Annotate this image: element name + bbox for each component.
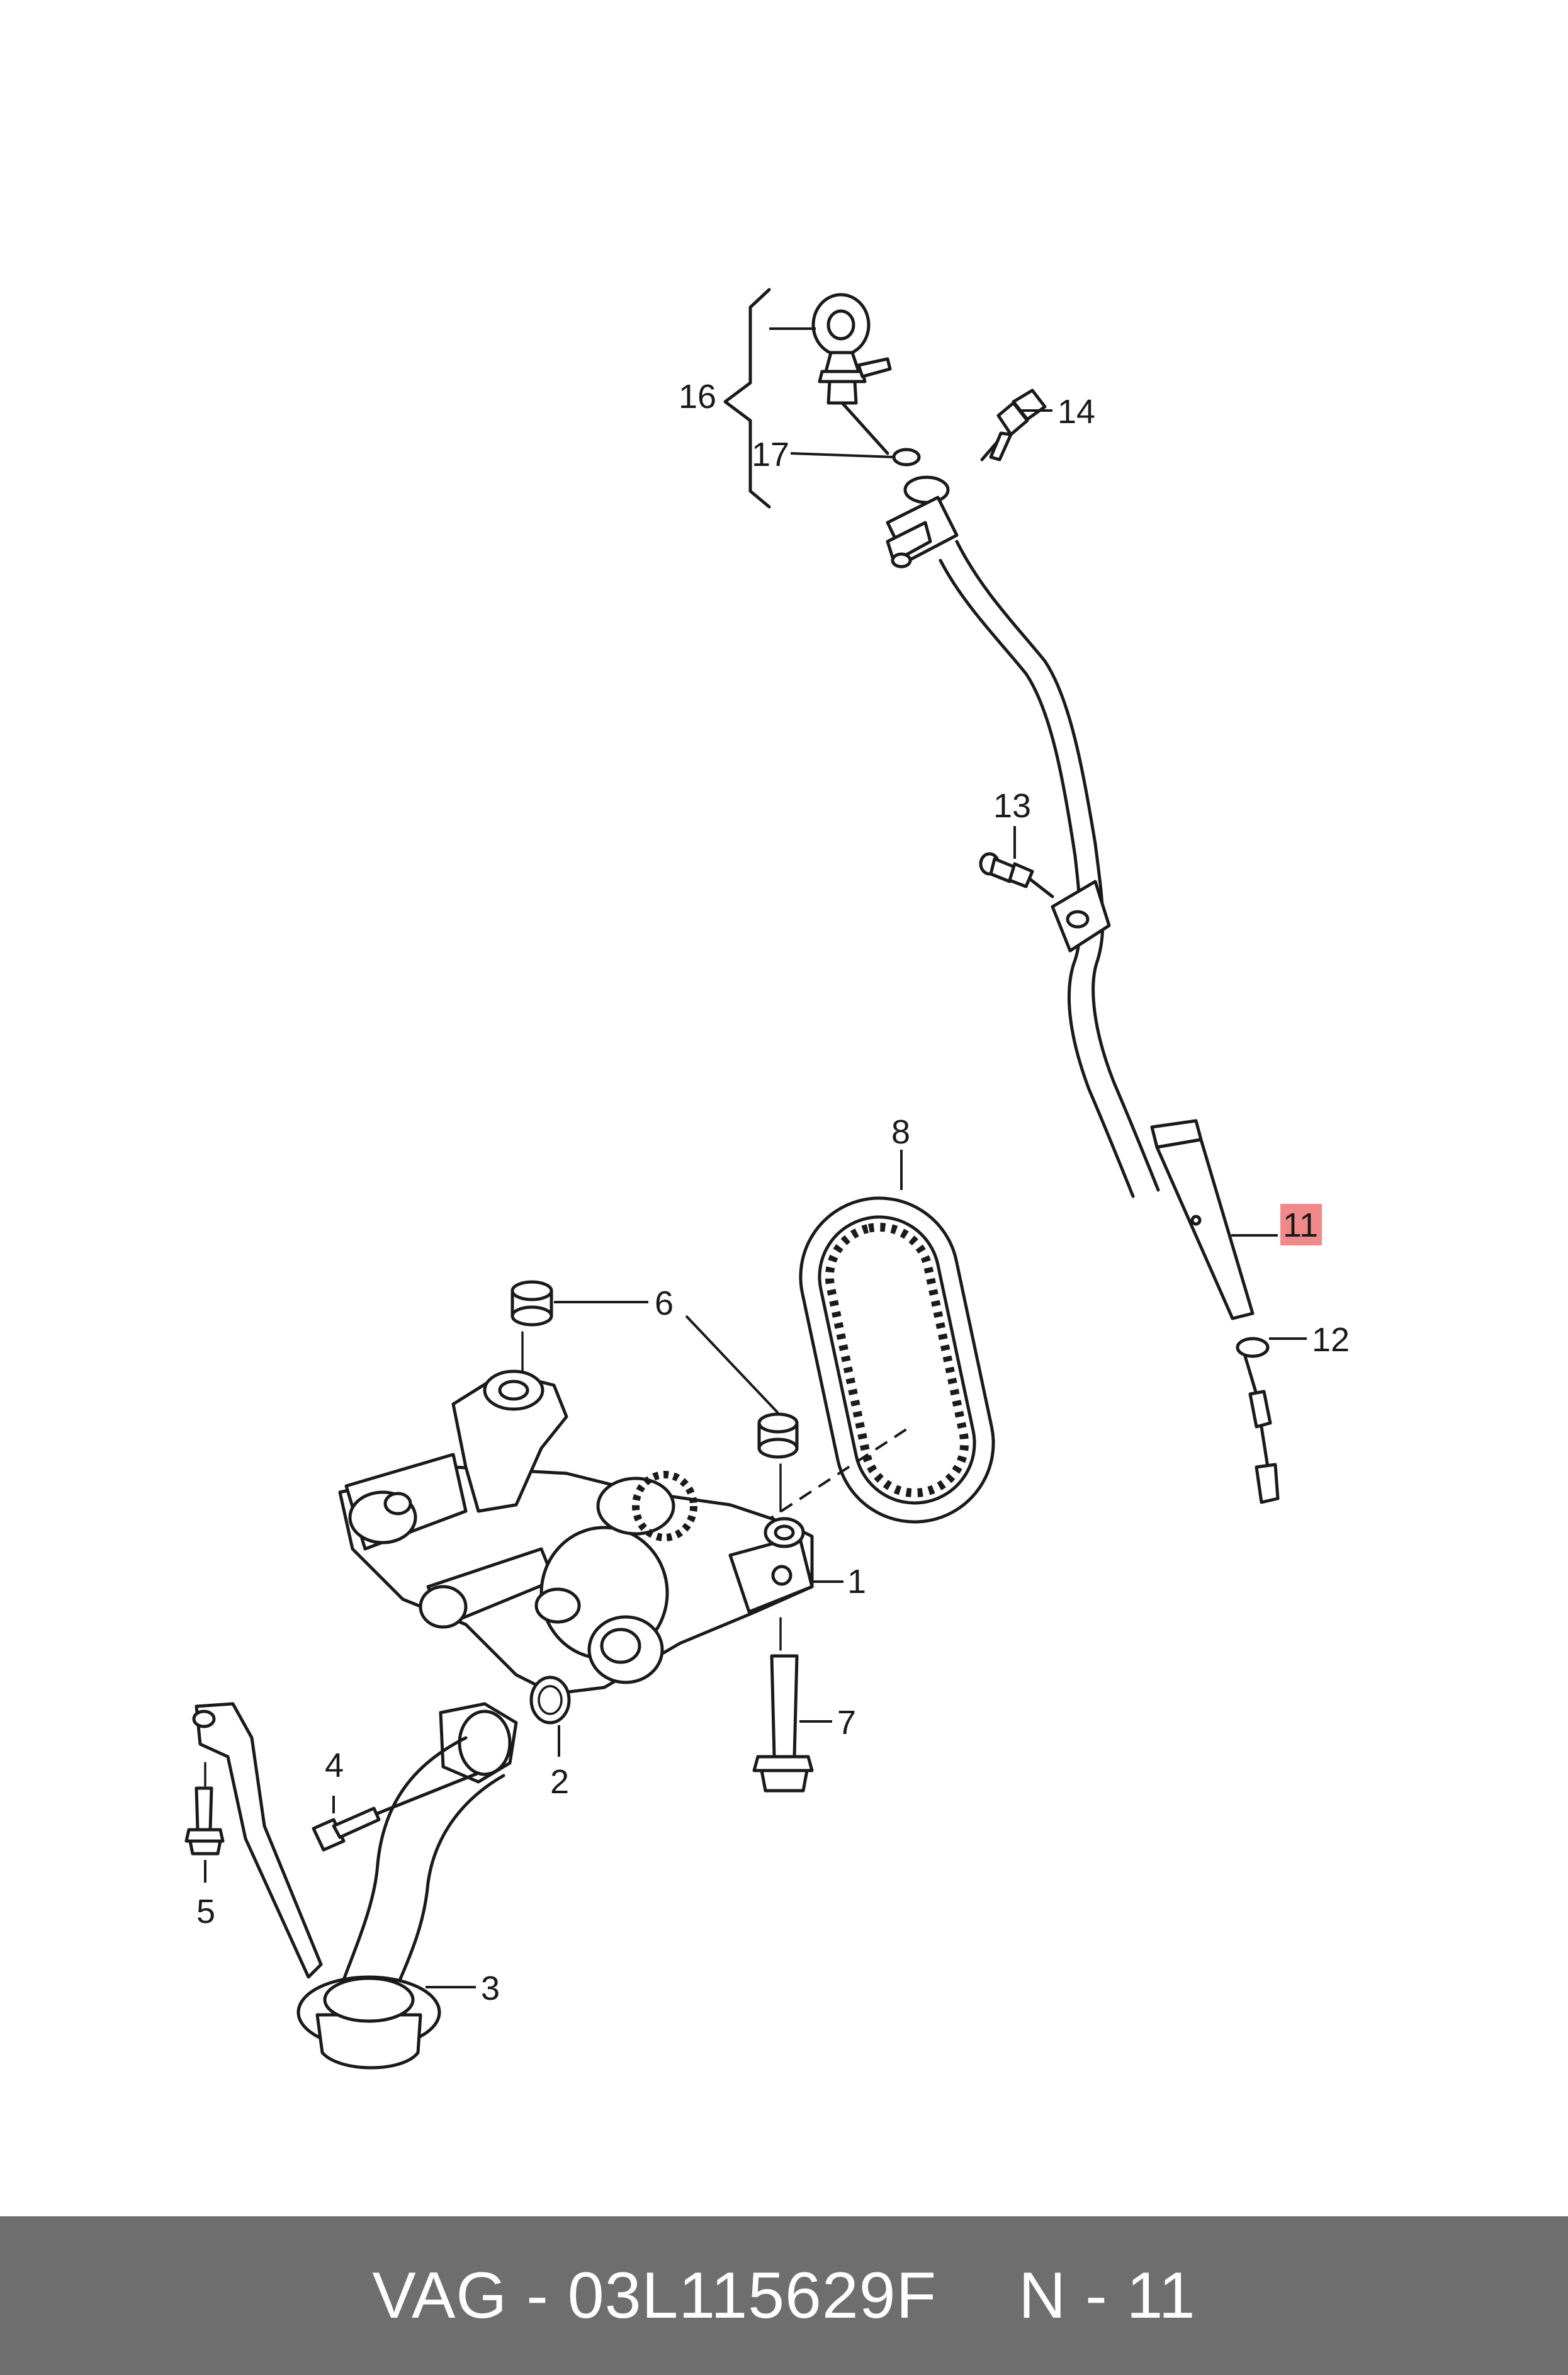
- dipstick-end: [1243, 1354, 1280, 1504]
- callout-7: 7: [837, 1704, 856, 1742]
- callout-11-highlight: [1280, 1204, 1322, 1245]
- bolt-5: [184, 1762, 225, 1856]
- callout-17: 17: [752, 436, 789, 473]
- callout-13: 13: [993, 787, 1031, 825]
- o-ring-12: [1236, 1337, 1270, 1358]
- page-reference: N - 11: [1018, 2259, 1196, 2332]
- callout-6: 6: [655, 1284, 674, 1322]
- callout-11: 11: [1283, 1206, 1318, 1244]
- guide-tube-top: [886, 475, 959, 569]
- callout-8: 8: [891, 1113, 910, 1151]
- bracket-16: [723, 288, 771, 509]
- callout-1: 1: [847, 1563, 866, 1601]
- o-ring-2-inner: [538, 1685, 563, 1715]
- oil-pickup-3: [192, 1702, 518, 2070]
- o-ring-2: [529, 1675, 571, 1725]
- timing-belt-8: [799, 1196, 995, 1524]
- sleeve-6-left: [510, 1280, 553, 1327]
- callout-3: 3: [481, 1970, 500, 2007]
- leader-6b: [685, 1315, 779, 1414]
- callout-12: 12: [1312, 1321, 1350, 1359]
- part-number: VAG - 03L115629F: [372, 2259, 937, 2332]
- footer-caption: VAG - 03L115629F N - 11: [372, 2259, 1195, 2333]
- callout-14: 14: [1058, 393, 1095, 431]
- o-ring-17: [892, 448, 921, 467]
- callout-4: 4: [325, 1747, 344, 1784]
- dipstick-guide-tube-11: [939, 540, 1255, 1320]
- leader-17: [790, 452, 896, 458]
- callout-5: 5: [196, 1893, 215, 1930]
- dipstick-handle-16: [811, 293, 892, 455]
- oil-pump-body-1: [338, 1369, 814, 1696]
- callout-2: 2: [550, 1763, 569, 1801]
- bolt-7: [752, 1617, 814, 1793]
- bolt-13: [979, 852, 1054, 898]
- screw-14: [980, 388, 1047, 462]
- parts-diagram: 1 2 3 4 5 6 7 8 11 12 13 14 16 17: [184, 288, 1350, 2070]
- bolt-4: [312, 1771, 480, 1852]
- sleeve-6-right: [757, 1412, 799, 1459]
- footer-bar: VAG - 03L115629F N - 11: [0, 2216, 1568, 2375]
- callout-16: 16: [679, 378, 716, 416]
